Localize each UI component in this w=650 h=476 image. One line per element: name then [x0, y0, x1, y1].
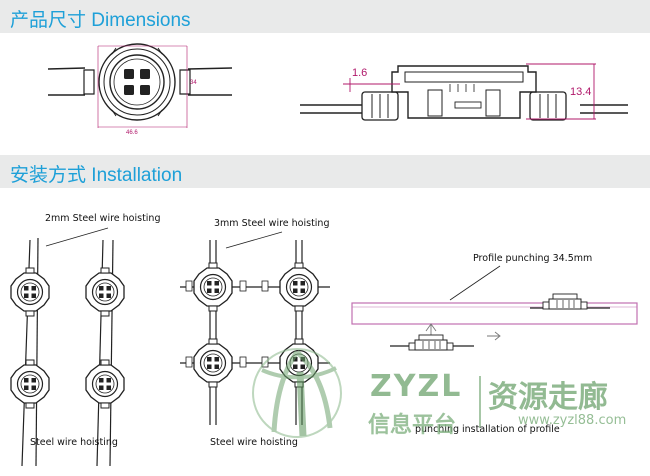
dimensions-title-cjk: 产品尺寸 [10, 9, 87, 31]
dim-side-height-label: 13.4 [570, 86, 592, 98]
watermark-logo [252, 348, 342, 438]
label-steel-wire-left: Steel wire hoisting [30, 437, 118, 448]
installation-title-cjk: 安装方式 [10, 164, 87, 186]
installation-title-latin: Installation [91, 165, 183, 186]
label-profile-install: punching installation of profile [415, 424, 560, 435]
label-steel-wire-mid: Steel wire hoisting [210, 437, 298, 448]
dimensions-title-latin: Dimensions [91, 10, 191, 31]
install-2mm-wire [10, 227, 125, 467]
dim-width-label: 46.6 [126, 130, 138, 136]
dimensions-title: 产品尺寸 Dimensions [10, 5, 191, 32]
side-view-node [300, 63, 628, 121]
dimensions-header: 产品尺寸 Dimensions [0, 0, 650, 33]
installation-header: 安装方式 Installation [0, 155, 650, 188]
watermark-latin: ZYZL [370, 369, 463, 404]
watermark-url: www.zyzl88.com [518, 413, 627, 428]
install-3mm-wire [180, 231, 330, 425]
watermark-sub: 信息平台 [368, 413, 457, 438]
label-2mm-wire: 2mm Steel wire hoisting [45, 213, 161, 224]
label-profile-punching: Profile punching 34.5mm [473, 253, 593, 264]
label-3mm-wire: 3mm Steel wire hoisting [214, 218, 330, 229]
installation-title: 安装方式 Installation [10, 160, 182, 187]
dim-side-small-label: 1.6 [352, 67, 368, 79]
top-view-node [47, 43, 233, 128]
install-profile [351, 265, 638, 351]
dim-height-label: 34 [190, 80, 197, 86]
watermark-cjk: 资源走廊 [488, 380, 608, 415]
